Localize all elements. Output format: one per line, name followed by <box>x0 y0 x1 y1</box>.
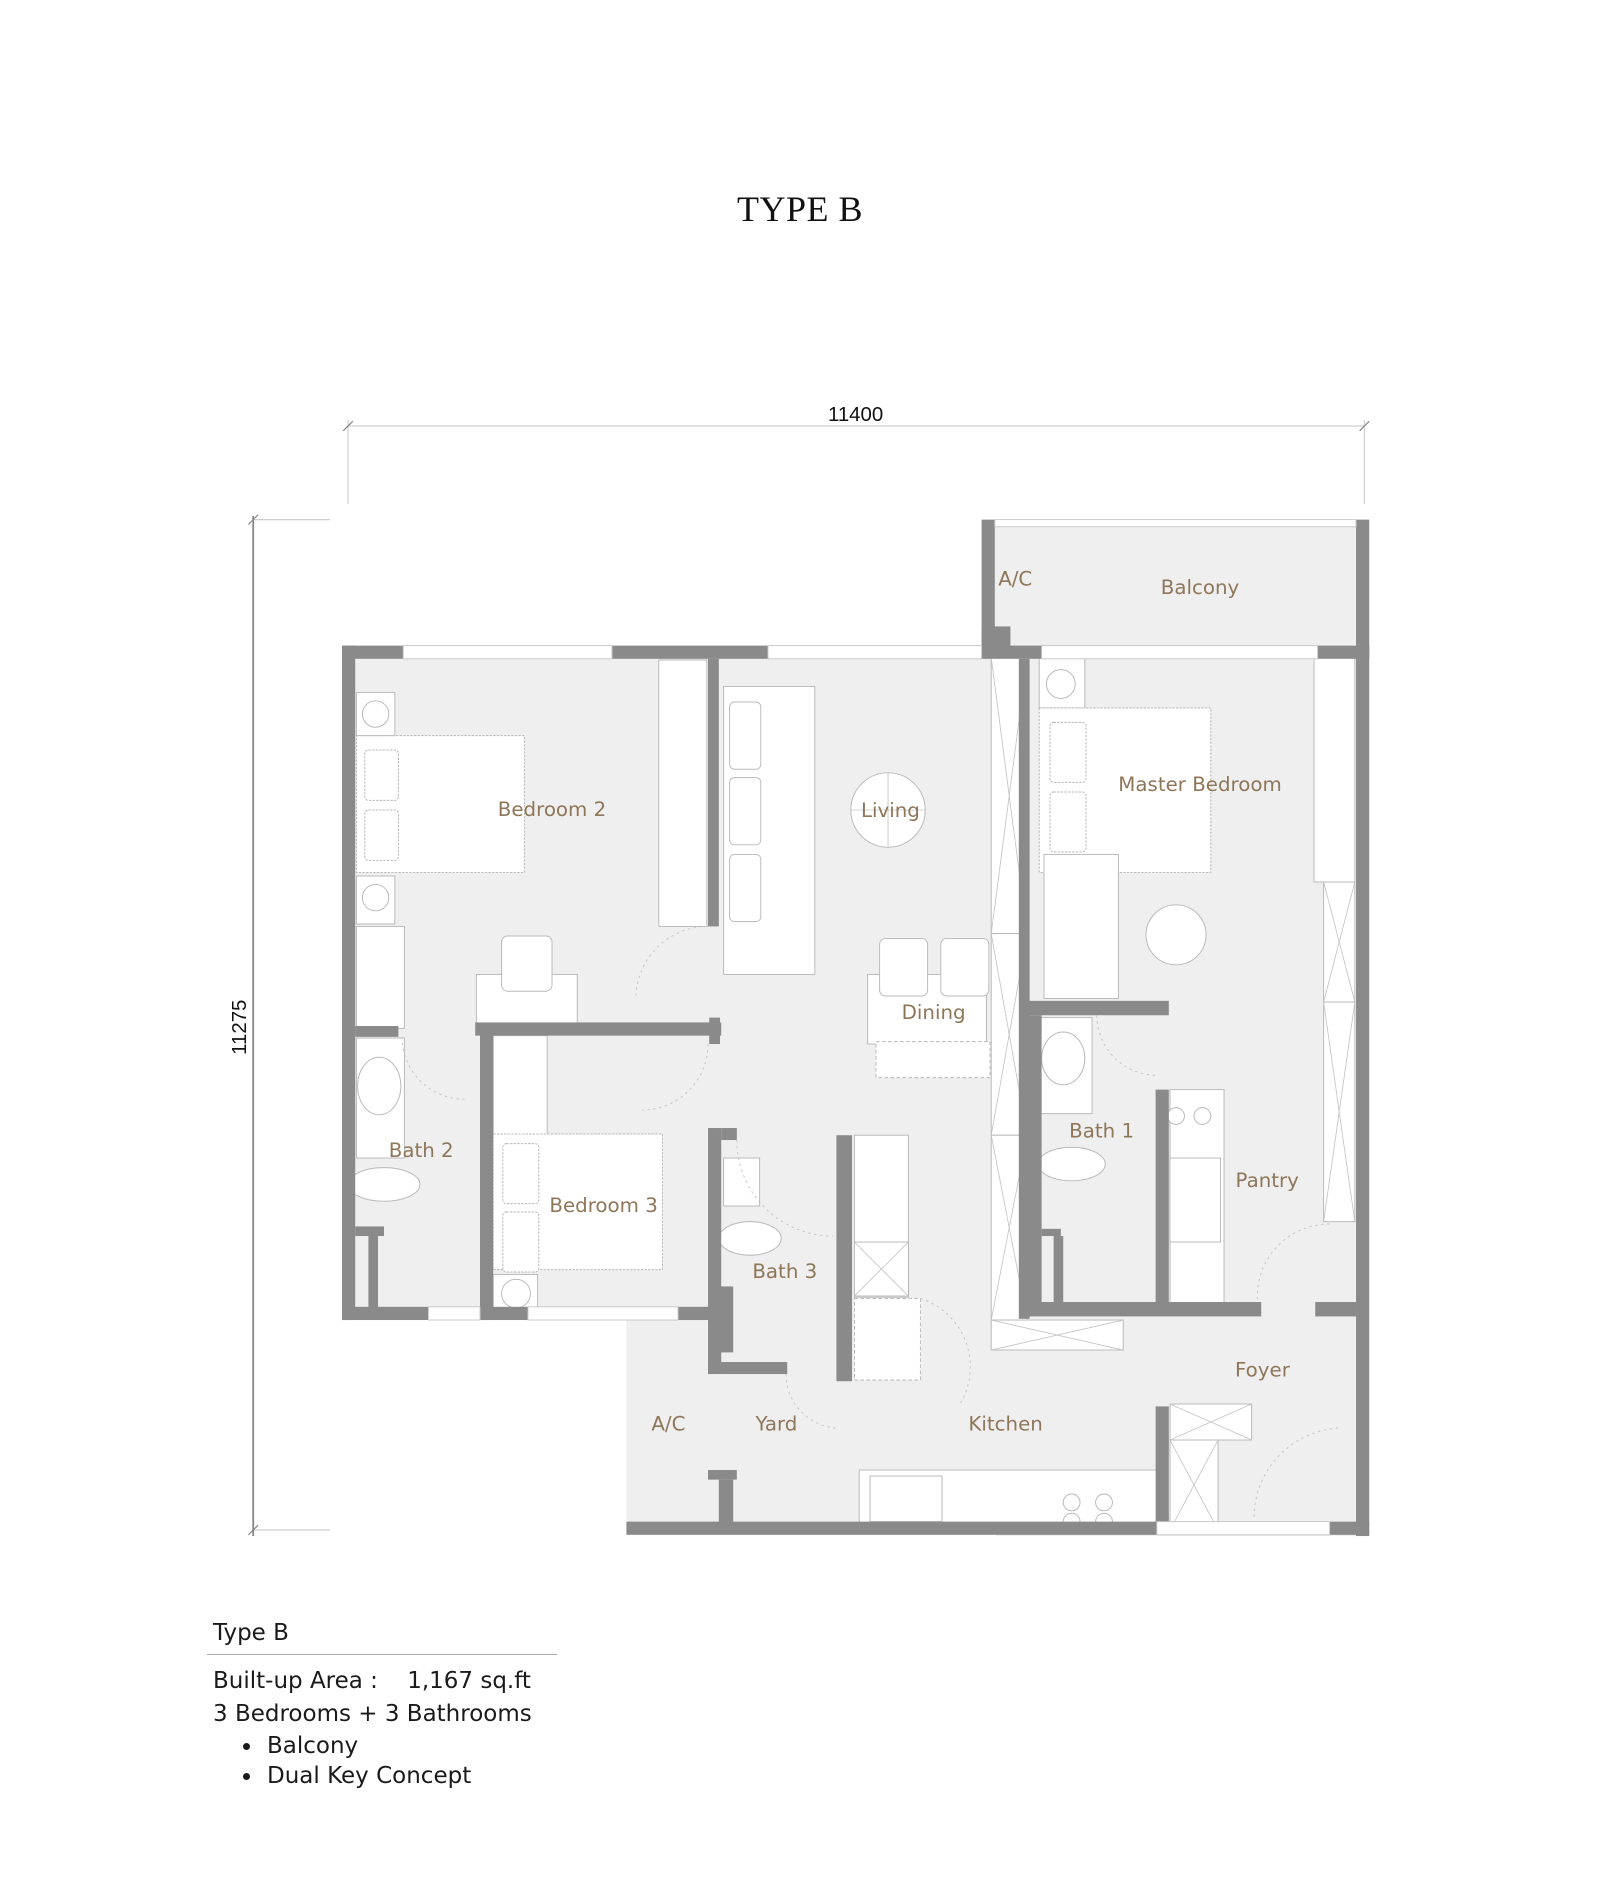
label-ac-bottom: A/C <box>651 1412 685 1435</box>
label-foyer: Foyer <box>1235 1358 1291 1381</box>
label-master-bedroom: Master Bedroom <box>1118 773 1281 796</box>
label-bedroom-2: Bedroom 2 <box>498 798 606 821</box>
windows <box>402 519 1357 1536</box>
summary-heading: Type B <box>207 1620 557 1655</box>
label-living: Living <box>861 799 920 822</box>
door-swings <box>401 925 1339 1519</box>
unit-summary: Type B Built-up Area : 1,167 sq.ft 3 Bed… <box>207 1620 557 1791</box>
height-dimension-label: 11275 <box>229 1000 251 1055</box>
feature-item: Dual Key Concept <box>263 1761 557 1791</box>
label-bath-3: Bath 3 <box>752 1260 817 1283</box>
label-bedroom-3: Bedroom 3 <box>549 1194 657 1217</box>
label-yard: Yard <box>754 1412 797 1435</box>
feature-list: Balcony Dual Key Concept <box>207 1731 557 1791</box>
walls <box>342 519 1370 1537</box>
label-kitchen: Kitchen <box>968 1412 1042 1435</box>
label-bath-1: Bath 1 <box>1069 1120 1134 1143</box>
built-up-label: Built-up Area : <box>213 1668 378 1694</box>
built-up-value: 1,167 sq.ft <box>407 1668 531 1694</box>
built-up-area: Built-up Area : 1,167 sq.ft <box>207 1665 557 1698</box>
label-dining: Dining <box>902 1001 966 1024</box>
feature-item: Balcony <box>263 1731 557 1761</box>
label-balcony: Balcony <box>1161 576 1240 599</box>
dimension-height <box>247 514 331 1537</box>
label-bath-2: Bath 2 <box>389 1139 454 1162</box>
width-dimension-label: 11400 <box>828 404 883 426</box>
dimension-width <box>342 420 1370 505</box>
room-labels: Balcony A/C Bedroom 2 Living Master Bedr… <box>389 568 1299 1436</box>
label-pantry: Pantry <box>1236 1169 1300 1192</box>
label-ac-top: A/C <box>998 568 1032 591</box>
page-title: TYPE B <box>736 189 863 229</box>
rooms-count: 3 Bedrooms + 3 Bathrooms <box>213 1701 532 1727</box>
